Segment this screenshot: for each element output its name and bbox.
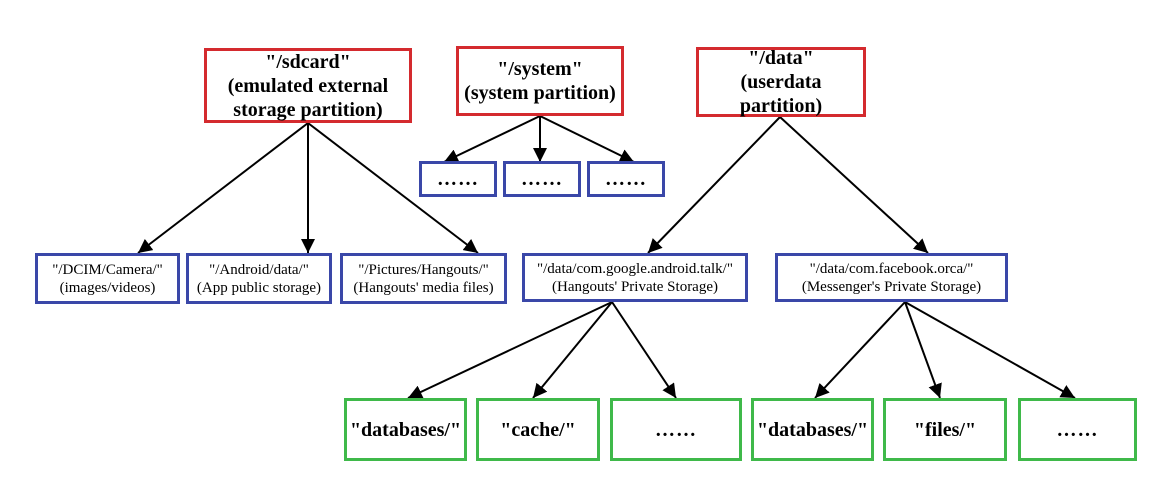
folder-hangouts-private: "/data/com.google.android.talk/" (Hangou… bbox=[522, 253, 748, 302]
system-child-3-label: …… bbox=[605, 168, 647, 190]
partition-sdcard-line1: "/sdcard" bbox=[265, 50, 351, 73]
messenger-more-label: …… bbox=[1056, 418, 1099, 441]
partition-sdcard: "/sdcard" (emulated external storage par… bbox=[204, 48, 412, 123]
partition-system-line1: "/system" bbox=[497, 58, 583, 80]
folder-dcim-camera-path: "/DCIM/Camera/" bbox=[52, 261, 163, 278]
hangouts-databases: "databases/" bbox=[344, 398, 467, 461]
arrow-system-to-child-3 bbox=[539, 115, 635, 163]
system-child-3: …… bbox=[587, 161, 665, 197]
arrow-messenger-to-more bbox=[904, 301, 1076, 399]
folder-hangouts-private-path: "/data/com.google.android.talk/" bbox=[537, 260, 733, 277]
arrow-system-to-child-1 bbox=[443, 115, 541, 163]
folder-messenger-private-desc: (Messenger's Private Storage) bbox=[801, 278, 982, 295]
hangouts-more: …… bbox=[610, 398, 742, 461]
folder-android-data-path: "/Android/data/" bbox=[209, 261, 309, 278]
partition-sdcard-line3: storage partition) bbox=[233, 98, 383, 121]
arrow-data-to-hangouts bbox=[647, 116, 781, 254]
messenger-databases: "databases/" bbox=[751, 398, 874, 461]
partition-system-line2: (system partition) bbox=[464, 82, 616, 104]
arrow-sdcard-to-pictures bbox=[307, 122, 479, 254]
system-child-1-label: …… bbox=[437, 168, 479, 190]
arrow-hangouts-to-databases bbox=[407, 301, 613, 399]
folder-pictures-hangouts-path: "/Pictures/Hangouts/" bbox=[358, 261, 489, 278]
folder-android-data: "/Android/data/" (App public storage) bbox=[186, 253, 332, 304]
hangouts-databases-label: "databases/" bbox=[349, 418, 462, 441]
system-child-2-label: …… bbox=[521, 168, 563, 190]
folder-android-data-desc: (App public storage) bbox=[196, 279, 322, 296]
arrow-messenger-to-databases bbox=[814, 301, 906, 399]
folder-dcim-camera: "/DCIM/Camera/" (images/videos) bbox=[35, 253, 180, 304]
system-child-2: …… bbox=[503, 161, 581, 197]
partition-data: "/data" (userdata partition) bbox=[696, 47, 866, 117]
partition-data-line1: "/data" bbox=[748, 47, 814, 69]
hangouts-more-label: …… bbox=[655, 418, 697, 441]
partition-data-line2: (userdata partition) bbox=[739, 71, 823, 117]
partition-sdcard-line2: (emulated external bbox=[227, 74, 389, 97]
arrow-sdcard-to-dcim bbox=[137, 122, 309, 254]
arrow-messenger-to-files bbox=[904, 301, 942, 399]
arrow-hangouts-to-cache bbox=[532, 301, 613, 399]
messenger-more: …… bbox=[1018, 398, 1137, 461]
system-child-1: …… bbox=[419, 161, 497, 197]
messenger-files-label: "files/" bbox=[913, 418, 977, 441]
folder-dcim-camera-desc: (images/videos) bbox=[59, 279, 156, 296]
folder-messenger-private: "/data/com.facebook.orca/" (Messenger's … bbox=[775, 253, 1008, 302]
messenger-files: "files/" bbox=[883, 398, 1007, 461]
arrow-data-to-messenger bbox=[779, 116, 929, 254]
messenger-databases-label: "databases/" bbox=[756, 418, 869, 441]
folder-pictures-hangouts-desc: (Hangouts' media files) bbox=[353, 279, 494, 296]
arrow-hangouts-to-more bbox=[611, 301, 677, 399]
hangouts-cache-label: "cache/" bbox=[500, 418, 576, 441]
partition-system: "/system" (system partition) bbox=[456, 46, 624, 116]
folder-pictures-hangouts: "/Pictures/Hangouts/" (Hangouts' media f… bbox=[340, 253, 507, 304]
folder-messenger-private-path: "/data/com.facebook.orca/" bbox=[809, 260, 974, 277]
folder-hangouts-private-desc: (Hangouts' Private Storage) bbox=[552, 278, 718, 295]
hangouts-cache: "cache/" bbox=[476, 398, 600, 461]
